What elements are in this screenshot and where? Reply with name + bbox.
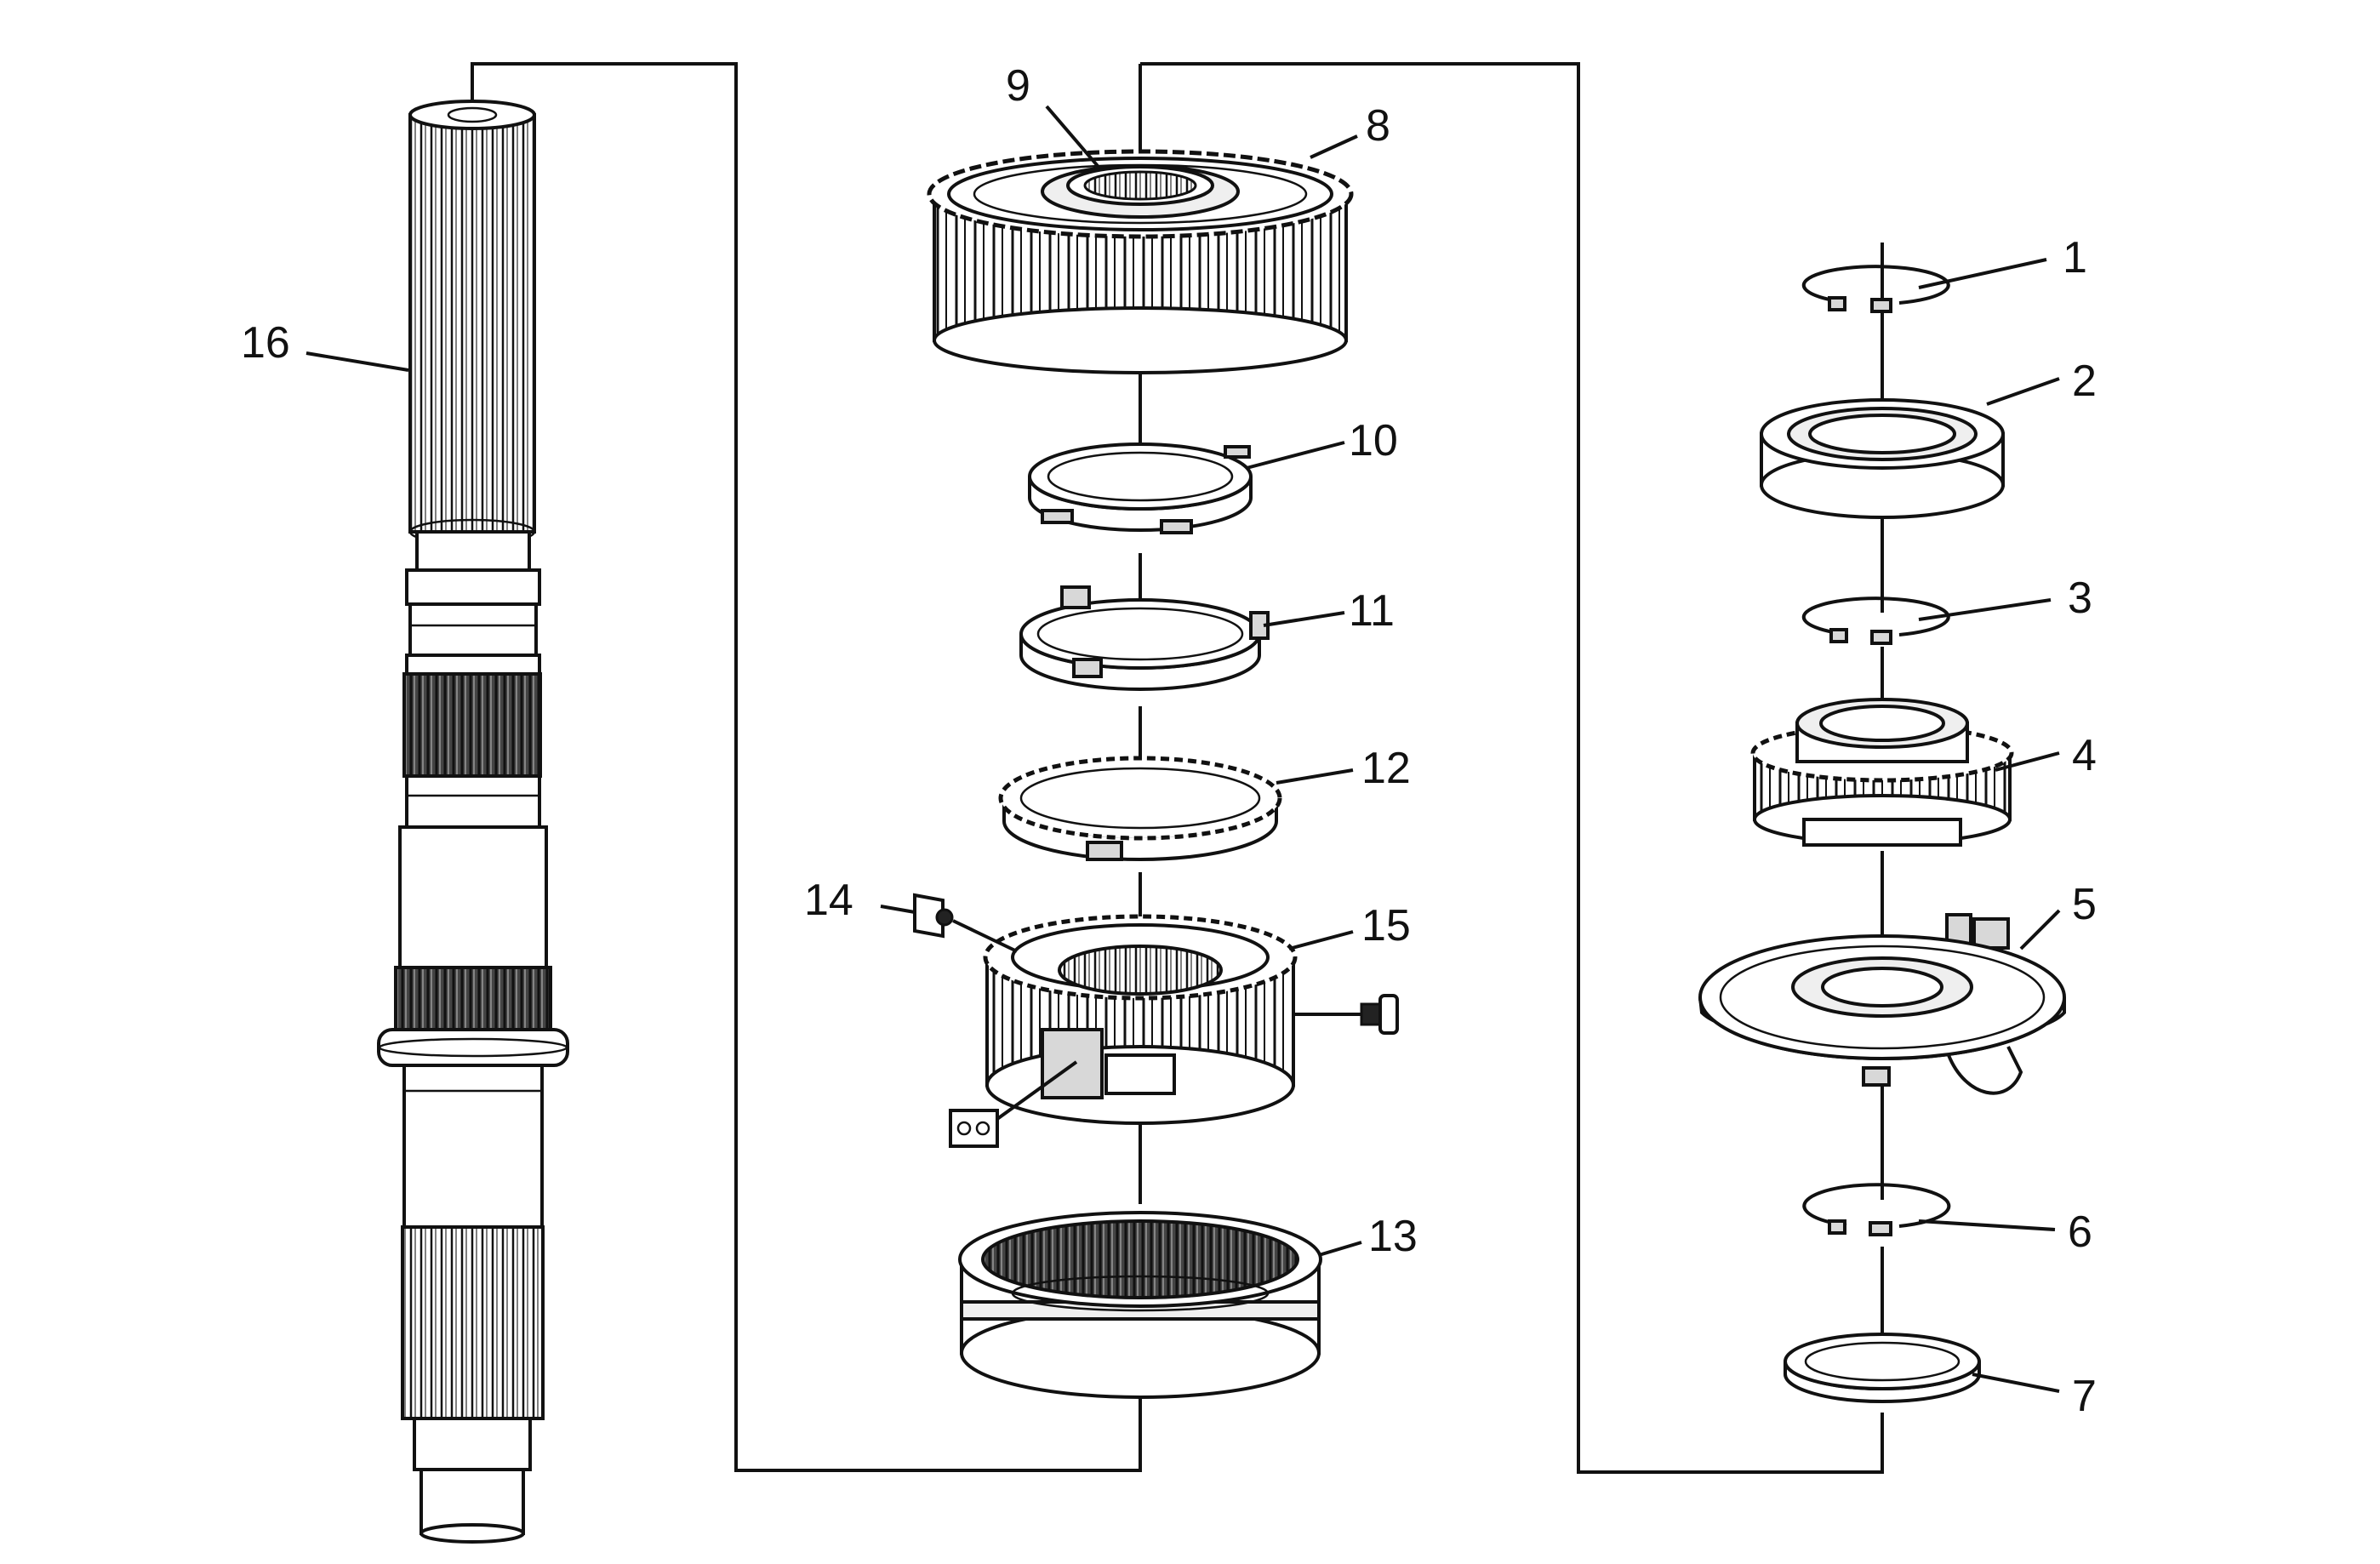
callout-16: 16: [241, 318, 290, 368]
callout-2: 2: [2072, 357, 2097, 406]
callout-13: 13: [1368, 1212, 1418, 1261]
callout-12: 12: [1361, 744, 1411, 793]
snap-ring-part-6: [1802, 1183, 1951, 1236]
callout-4: 4: [2072, 731, 2097, 780]
callout-15: 15: [1361, 901, 1411, 950]
washer-part-7: [1784, 1333, 1981, 1403]
callout-14: 14: [804, 876, 853, 925]
callout-9: 9: [1006, 61, 1030, 111]
retainer-part-5: [1698, 913, 2066, 1095]
strut-part-14: [913, 893, 1078, 1148]
callout-7: 7: [2072, 1372, 2097, 1421]
callout-labels: 1 2 3 4 5 6 7 8 9 10 11 12 13 14 15 16: [241, 61, 2097, 1421]
callout-11: 11: [1349, 586, 1395, 636]
gear-part-4: [1750, 698, 2014, 847]
callout-5: 5: [2072, 880, 2097, 929]
bearing-part-2: [1760, 398, 2005, 519]
callout-10: 10: [1349, 416, 1398, 465]
synchro-ring-part-11: [1019, 585, 1270, 691]
detent-pin: [1293, 994, 1399, 1035]
snap-ring-part-3: [1801, 596, 1950, 645]
bearing-part-9: [1041, 164, 1240, 219]
callout-8: 8: [1366, 101, 1390, 151]
callout-1: 1: [2063, 233, 2087, 283]
ring-part-10: [1028, 442, 1253, 534]
snap-ring-part-1: [1801, 265, 1950, 313]
callout-3: 3: [2068, 574, 2092, 623]
callout-6: 6: [2068, 1207, 2092, 1257]
sleeve-part-13: [958, 1211, 1322, 1399]
assembly-connector-lines: [471, 62, 1884, 1474]
blocker-ring-part-12: [998, 756, 1282, 861]
mainshaft-part-16: [377, 100, 569, 1544]
synchro-hub-part-15: [983, 914, 1298, 1125]
leader-lines: [305, 105, 2061, 1393]
